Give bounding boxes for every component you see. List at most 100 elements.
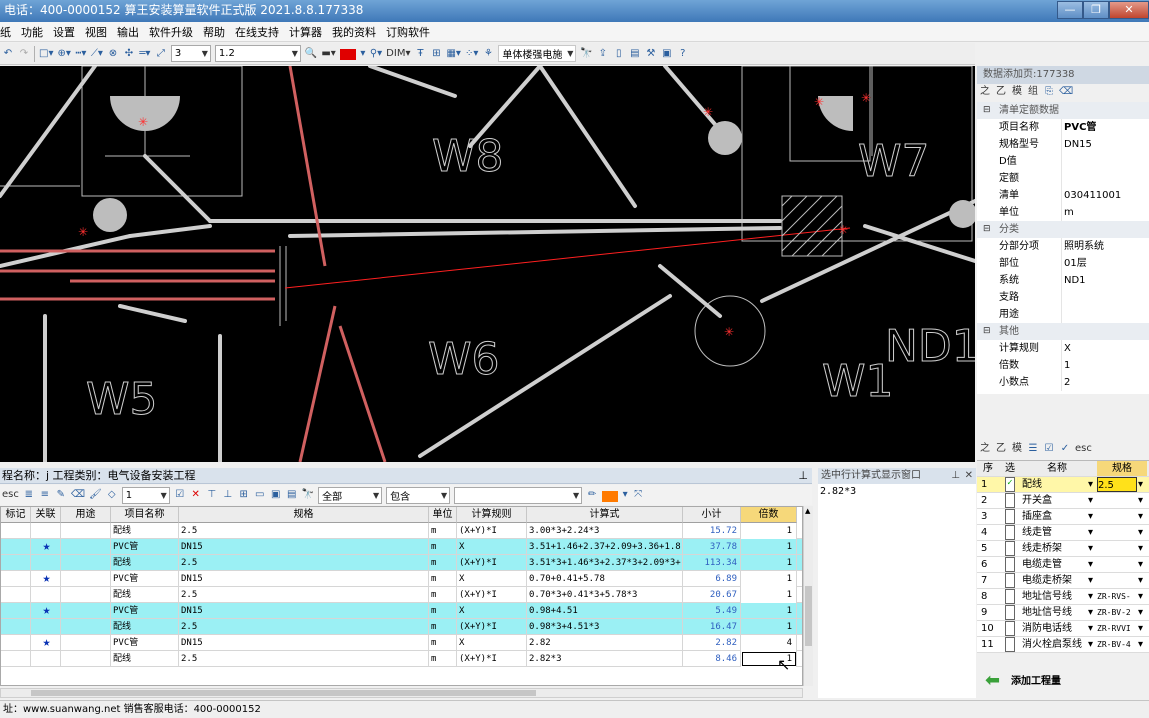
row-spec[interactable]: ZR-BV-4 [1097,640,1131,649]
measure-icon[interactable]: ⚲▾ [369,47,383,59]
row-name[interactable]: 电缆走管 [1022,559,1062,570]
cell-unit[interactable]: m [429,603,457,619]
property-category[interactable]: ⊟分类 [977,221,1149,238]
eraser-icon[interactable]: ⌫ [70,489,86,500]
close-button[interactable]: ✕ [1109,1,1149,19]
chevron-down-icon[interactable]: ▾ [1088,527,1094,538]
cell-rule[interactable]: X [457,603,527,619]
chevron-down-icon[interactable]: ▾ [1088,495,1094,506]
cell-formula[interactable]: 3.00*3+2.24*3 [527,523,683,539]
insert-icon[interactable]: ⊥ [223,489,233,500]
row-checkbox[interactable] [1005,605,1019,620]
filter-include-select[interactable]: 包含▼ [386,486,451,504]
cell-mult[interactable]: 1 [741,651,797,667]
cell-name[interactable]: 配线 [111,651,179,667]
cell-name[interactable]: 配线 [111,523,179,539]
row-spec[interactable] [1097,509,1137,524]
chevron-down-icon[interactable]: ▾ [1138,495,1144,506]
collapse-icon[interactable]: ⊟ [983,105,991,115]
row-checkbox[interactable]: ✓ [1005,477,1019,492]
property-category[interactable]: ⊟清单定额数据 [977,102,1149,119]
checkbox-icon[interactable] [1005,493,1015,508]
menu-calculator[interactable]: 计算器 [289,25,322,39]
row-name[interactable]: 地址信号线 [1022,591,1072,602]
minimize-button[interactable]: — [1057,1,1083,19]
edit-icon[interactable]: ✎ [56,489,66,500]
copy-icon[interactable]: ⎘ [1045,86,1053,97]
cell-mult[interactable]: 1 [741,555,797,571]
binoculars-icon[interactable]: 🔭 [301,489,315,500]
row-name[interactable]: 消火栓启泵线 [1022,639,1082,650]
tools-icon[interactable]: ⚒ [646,47,656,59]
cell-name[interactable]: 配线 [111,555,179,571]
cell-spec[interactable]: 2.5 [179,523,429,539]
split-icon[interactable]: ▭ [254,489,265,500]
cell-formula[interactable]: 0.70*3+0.41*3+5.78*3 [527,587,683,603]
property-value[interactable]: 030411001 [1061,187,1149,204]
crosshair-icon[interactable]: ⊕▾ [57,47,71,59]
checkbox-icon[interactable] [1005,509,1015,524]
cell-empty[interactable] [1,619,31,635]
chevron-down-icon[interactable]: ▾ [1088,591,1094,602]
undo-icon[interactable]: ↶ [3,47,13,59]
cell-empty[interactable] [1,603,31,619]
scroll-thumb[interactable] [805,586,812,646]
checkbox-icon[interactable] [1005,525,1015,540]
block-icon[interactable]: ⊞ [432,47,441,59]
sort-icon[interactable]: 之 [980,86,990,97]
menu-settings[interactable]: 设置 [53,25,75,39]
row-spec[interactable] [1097,557,1137,572]
column-header[interactable]: 标记 [1,507,31,523]
sort-icon[interactable]: 之 [980,443,990,454]
list-icon[interactable]: ☰ [1028,443,1038,454]
checkbox-icon[interactable] [1005,573,1015,588]
cell-unit[interactable]: m [429,635,457,651]
row-spec[interactable]: ZR-BV-2 [1097,608,1131,617]
cell-empty[interactable] [61,619,111,635]
property-row[interactable]: 支路 [977,289,1149,306]
collapse-icon[interactable]: ⊟ [983,326,991,336]
help-icon[interactable]: ? [680,47,686,59]
cell-name[interactable]: PVC管 [111,539,179,555]
cell-formula[interactable]: 0.98+4.51 [527,603,683,619]
color-red-swatch[interactable] [339,49,356,60]
line-style-icon[interactable]: ┅▾ [75,47,87,59]
list-item[interactable]: 1✓配线▾2.5▾ [977,477,1149,493]
row-spec[interactable] [1097,525,1137,540]
column-header[interactable]: 单位 [429,507,457,523]
menu-paper[interactable]: 纸 [0,25,11,39]
grid-icon[interactable]: ⊞ [239,489,248,500]
cell-spec[interactable]: 2.5 [179,651,429,667]
cell-mult[interactable]: 1 [741,571,797,587]
menu-help[interactable]: 帮助 [203,25,225,39]
row-name[interactable]: 线走管 [1022,527,1052,538]
row-spec[interactable] [1097,493,1137,508]
row-checkbox[interactable] [1005,637,1019,652]
close-icon[interactable]: ✕ [964,470,973,481]
cell-rule[interactable]: (X+Y)*I [457,523,527,539]
cell-empty[interactable] [1,523,31,539]
line-width-select[interactable]: 1.2▼ [214,45,301,62]
chevron-down-icon[interactable]: ▾ [1138,591,1144,602]
sort-alt-icon[interactable]: 乙 [996,443,1006,454]
cell-subtotal[interactable]: 6.89 [683,571,741,587]
cell-unit[interactable]: m [429,539,457,555]
cell-rule[interactable]: X [457,571,527,587]
cell-formula[interactable]: 0.70+0.41+5.78 [527,571,683,587]
row-name[interactable]: 消防电话线 [1022,623,1072,634]
add-quantity-button[interactable]: ⬅添加工程量 [985,670,1095,694]
cell-name[interactable]: PVC管 [111,571,179,587]
cell-empty[interactable] [61,651,111,667]
column-header[interactable]: 倍数 [741,507,797,523]
row-checkbox[interactable] [1005,557,1019,572]
row-checkbox[interactable] [1005,509,1019,524]
count-select[interactable]: 1▼ [121,486,170,504]
export-icon[interactable]: ⇪ [598,47,607,59]
text-format-icon[interactable]: Ŧ [417,47,424,59]
row-name[interactable]: 插座盒 [1022,511,1052,522]
